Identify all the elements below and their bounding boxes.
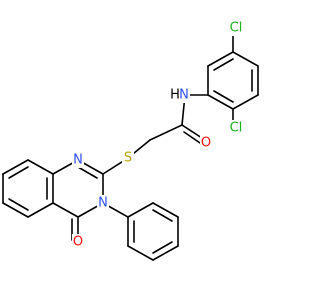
bond [8,166,29,179]
ring-nitrogen-3-label: N [98,196,108,211]
bond [207,94,234,110]
amide-hydrogen-label: H [170,88,180,103]
bond [213,90,234,103]
bond [152,245,179,261]
chlorine-top-label: Cl [230,21,243,36]
amide-nitrogen-label: N [179,88,189,103]
bond [149,124,183,141]
sulfur-label: S [124,151,132,166]
bond [127,202,154,218]
bond [152,209,173,222]
bond [127,245,154,261]
molecule-structure: Cl Cl N H O S N N O [2,20,259,261]
bonds [2,29,259,261]
ring-nitrogen-1-label: N [73,153,83,168]
chlorine-right-label: Cl [230,121,243,136]
bond [183,131,204,146]
quinazolinone-oxygen-label: O [73,235,83,250]
bond [152,202,179,218]
atom-labels: Cl Cl N H O S N N O [72,20,246,250]
bond [77,166,98,179]
bond [8,198,29,211]
bond [207,51,234,67]
bond [232,51,259,67]
bond [27,159,54,175]
bond [2,202,29,218]
bond [27,202,54,218]
amide-oxygen-label: O [201,136,211,151]
bond [213,58,234,71]
bond [52,202,79,218]
bond [152,241,173,254]
bond [2,159,29,175]
bond [232,94,259,110]
